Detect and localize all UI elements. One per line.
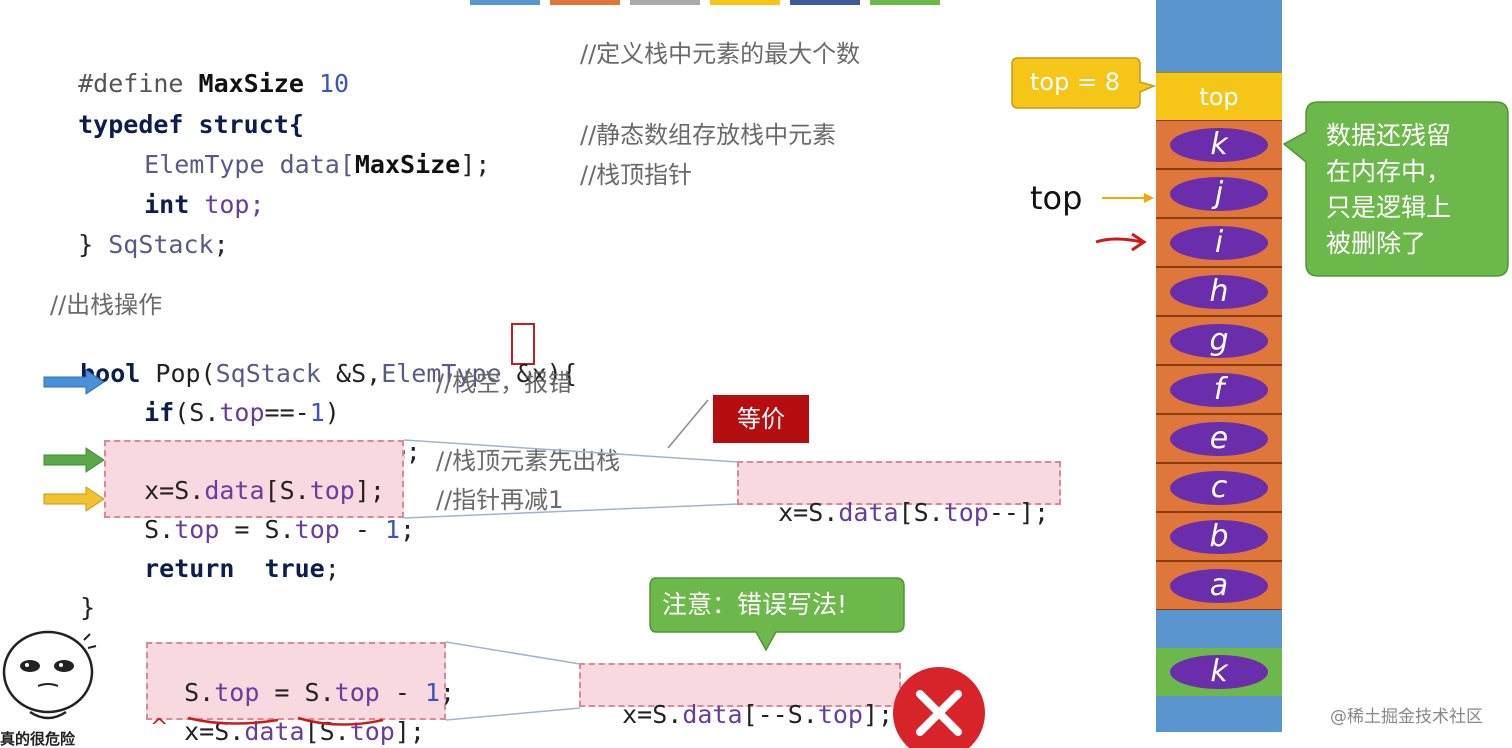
residual-note-callout: [1282, 101, 1509, 277]
residual-note-line-1: 数据还残留: [1326, 121, 1452, 150]
tab-blue: [470, 0, 540, 5]
comment-maxsize: //定义栈中元素的最大个数: [580, 40, 861, 68]
equivalent-code-box: [737, 461, 1061, 505]
code-line-if: if(S.top==-1): [144, 398, 340, 427]
equivalent-label: 等价: [713, 395, 809, 443]
pop-code-highlight: [104, 440, 404, 518]
residual-note-line-2: 在内存中，: [1326, 157, 1452, 186]
top-value-text: top = 8: [1030, 68, 1120, 96]
comment-pop-op: //出栈操作: [50, 291, 163, 319]
stack-bottom-blue-area: [1156, 610, 1282, 648]
tab-green: [870, 0, 940, 5]
code-line-data: ElemType data[MaxSize];: [144, 150, 491, 179]
code-line-return-true: return true;: [144, 554, 340, 583]
wrong-alt-code: x=S.data[--S.top];: [622, 700, 894, 729]
equivalent-code: x=S.data[S.top--];: [778, 498, 1050, 527]
top-tab-strip: [470, 0, 956, 5]
comment-ptr-dec: //指针再减1: [436, 486, 564, 514]
stack-element: k: [1170, 128, 1268, 162]
stack-base-blue-area: [1156, 696, 1282, 732]
code-line-close-struct: } SqStack;: [78, 230, 229, 259]
residual-note-text: 数据还残留 在内存中， 只是逻辑上 被删除了: [1326, 118, 1451, 262]
code-line-define: #define MaxSize 10: [78, 69, 350, 98]
popped-cell: k: [1156, 648, 1282, 696]
wrong-alt-code-box: [579, 663, 901, 707]
residual-note-line-4: 被删除了: [1326, 229, 1427, 258]
code-line-top: int top;: [144, 190, 265, 219]
stack-cell: i: [1156, 218, 1282, 267]
stack-cell: b: [1156, 512, 1282, 561]
caret-mark: ^: [150, 715, 169, 740]
stack-element: b: [1170, 520, 1268, 554]
stack-cell: j: [1156, 169, 1282, 218]
mascot-caption: 真的很危险: [0, 730, 76, 748]
stack-element: g: [1170, 324, 1268, 358]
code-line-pop-signature: bool Pop(SqStack &S,ElemType &x){: [80, 359, 577, 388]
ampersand-highlight: [511, 323, 535, 365]
error-x-icon: [893, 667, 985, 748]
stack-element: a: [1170, 569, 1268, 603]
stack-cell: c: [1156, 463, 1282, 512]
yellow-arrow-icon: [43, 486, 105, 512]
tab-navy: [790, 0, 860, 5]
top-value-callout: [1011, 57, 1156, 109]
stack-cell: f: [1156, 365, 1282, 414]
comment-top-ptr: //栈顶指针: [580, 161, 693, 189]
red-pointer-arrow-icon: [1095, 232, 1147, 252]
red-underline-marks: [187, 716, 384, 726]
stack-cell: g: [1156, 316, 1282, 365]
stack-element: j: [1170, 177, 1268, 211]
top-pointer-label: top: [1030, 179, 1083, 217]
watermark: @稀土掘金技术社区: [1330, 707, 1483, 727]
mascot-icon: [2, 630, 97, 720]
popped-element: k: [1170, 655, 1268, 689]
stack-cell: a: [1156, 561, 1282, 610]
tab-yellow: [710, 0, 780, 5]
stack-top-cell-label: top: [1199, 83, 1239, 111]
stack-element: e: [1170, 422, 1268, 456]
comment-static-array: //静态数组存放栈中元素: [580, 121, 837, 149]
comment-stack-empty: //栈空，报错: [436, 369, 573, 397]
wrong-note-text: 注意：错误写法!: [662, 590, 848, 619]
stack-element: h: [1170, 275, 1268, 309]
stack-element: c: [1170, 471, 1268, 505]
green-arrow-icon: [43, 447, 105, 473]
residual-note-line-3: 只是逻辑上: [1326, 193, 1452, 222]
stack-top-blue-area: [1156, 0, 1282, 72]
blue-arrow-icon: [43, 369, 105, 395]
code-line-close-fn: }: [80, 593, 96, 622]
wrong-note-callout: [649, 577, 905, 652]
code-line-typedef: typedef struct{: [78, 110, 304, 139]
code-line-assign: x=S.data[S.top];: [144, 476, 385, 505]
stack-cell: k: [1156, 120, 1282, 169]
top-pointer-arrow-icon: [1102, 193, 1154, 203]
wrong-code-box: [146, 642, 446, 720]
stack-top-cell: [1156, 72, 1282, 120]
wrong-code-line-1: S.top = S.top - 1;: [184, 678, 456, 707]
tab-gray: [630, 0, 700, 5]
stack-cell: e: [1156, 414, 1282, 463]
code-line-decrement: S.top = S.top - 1;: [144, 515, 416, 544]
stack-element: i: [1170, 226, 1268, 260]
tab-orange: [550, 0, 620, 5]
stack-cell: h: [1156, 267, 1282, 316]
stack-element: f: [1170, 373, 1268, 407]
